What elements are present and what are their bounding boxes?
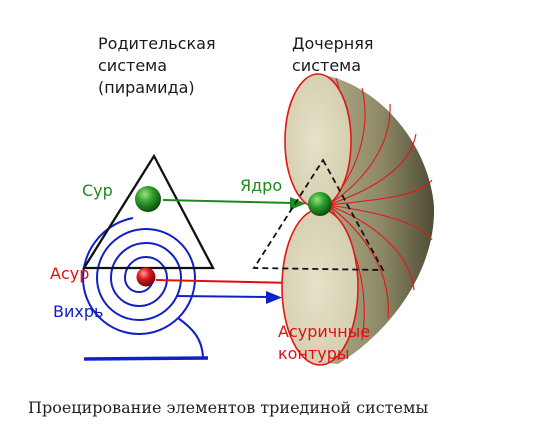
pyramid-triangle [81, 153, 215, 270]
core-sphere [308, 192, 332, 216]
asuric-contours-label-line1: Асуричные [278, 322, 371, 341]
parent-system-label-line3: (пирамида) [98, 78, 195, 97]
parent-system-label-line1: Родительская [98, 34, 216, 53]
core-label: Ядро [240, 176, 283, 195]
asuric-contours-label-line2: контуры [278, 344, 350, 363]
vortex-tail [177, 317, 204, 358]
sur-label: Сур [82, 181, 113, 200]
daughter-system-label-line2: система [292, 56, 362, 75]
asur-label: Асур [50, 264, 90, 283]
upper-disc [284, 73, 352, 209]
sur-arrow-line [162, 199, 293, 204]
figure-caption: Проецирование элементов триединой систем… [28, 398, 429, 417]
parent-system-label-line2: система [98, 56, 168, 75]
daughter-system-label-line1: Дочерняя [292, 34, 374, 53]
sur-arrowhead [290, 197, 306, 210]
asur-arrow-line [155, 279, 295, 284]
sur-sphere [135, 186, 161, 212]
daughter-system-group [252, 73, 435, 366]
vortex-arrow-line [175, 295, 269, 298]
projected-pyramid-dashed [252, 158, 385, 271]
vortex-base-line [83, 356, 209, 361]
parent-system-group [81, 153, 215, 361]
vortex-arrowhead [266, 291, 282, 304]
asur-sphere [136, 267, 156, 287]
vortex-label: Вихрь [53, 302, 104, 321]
